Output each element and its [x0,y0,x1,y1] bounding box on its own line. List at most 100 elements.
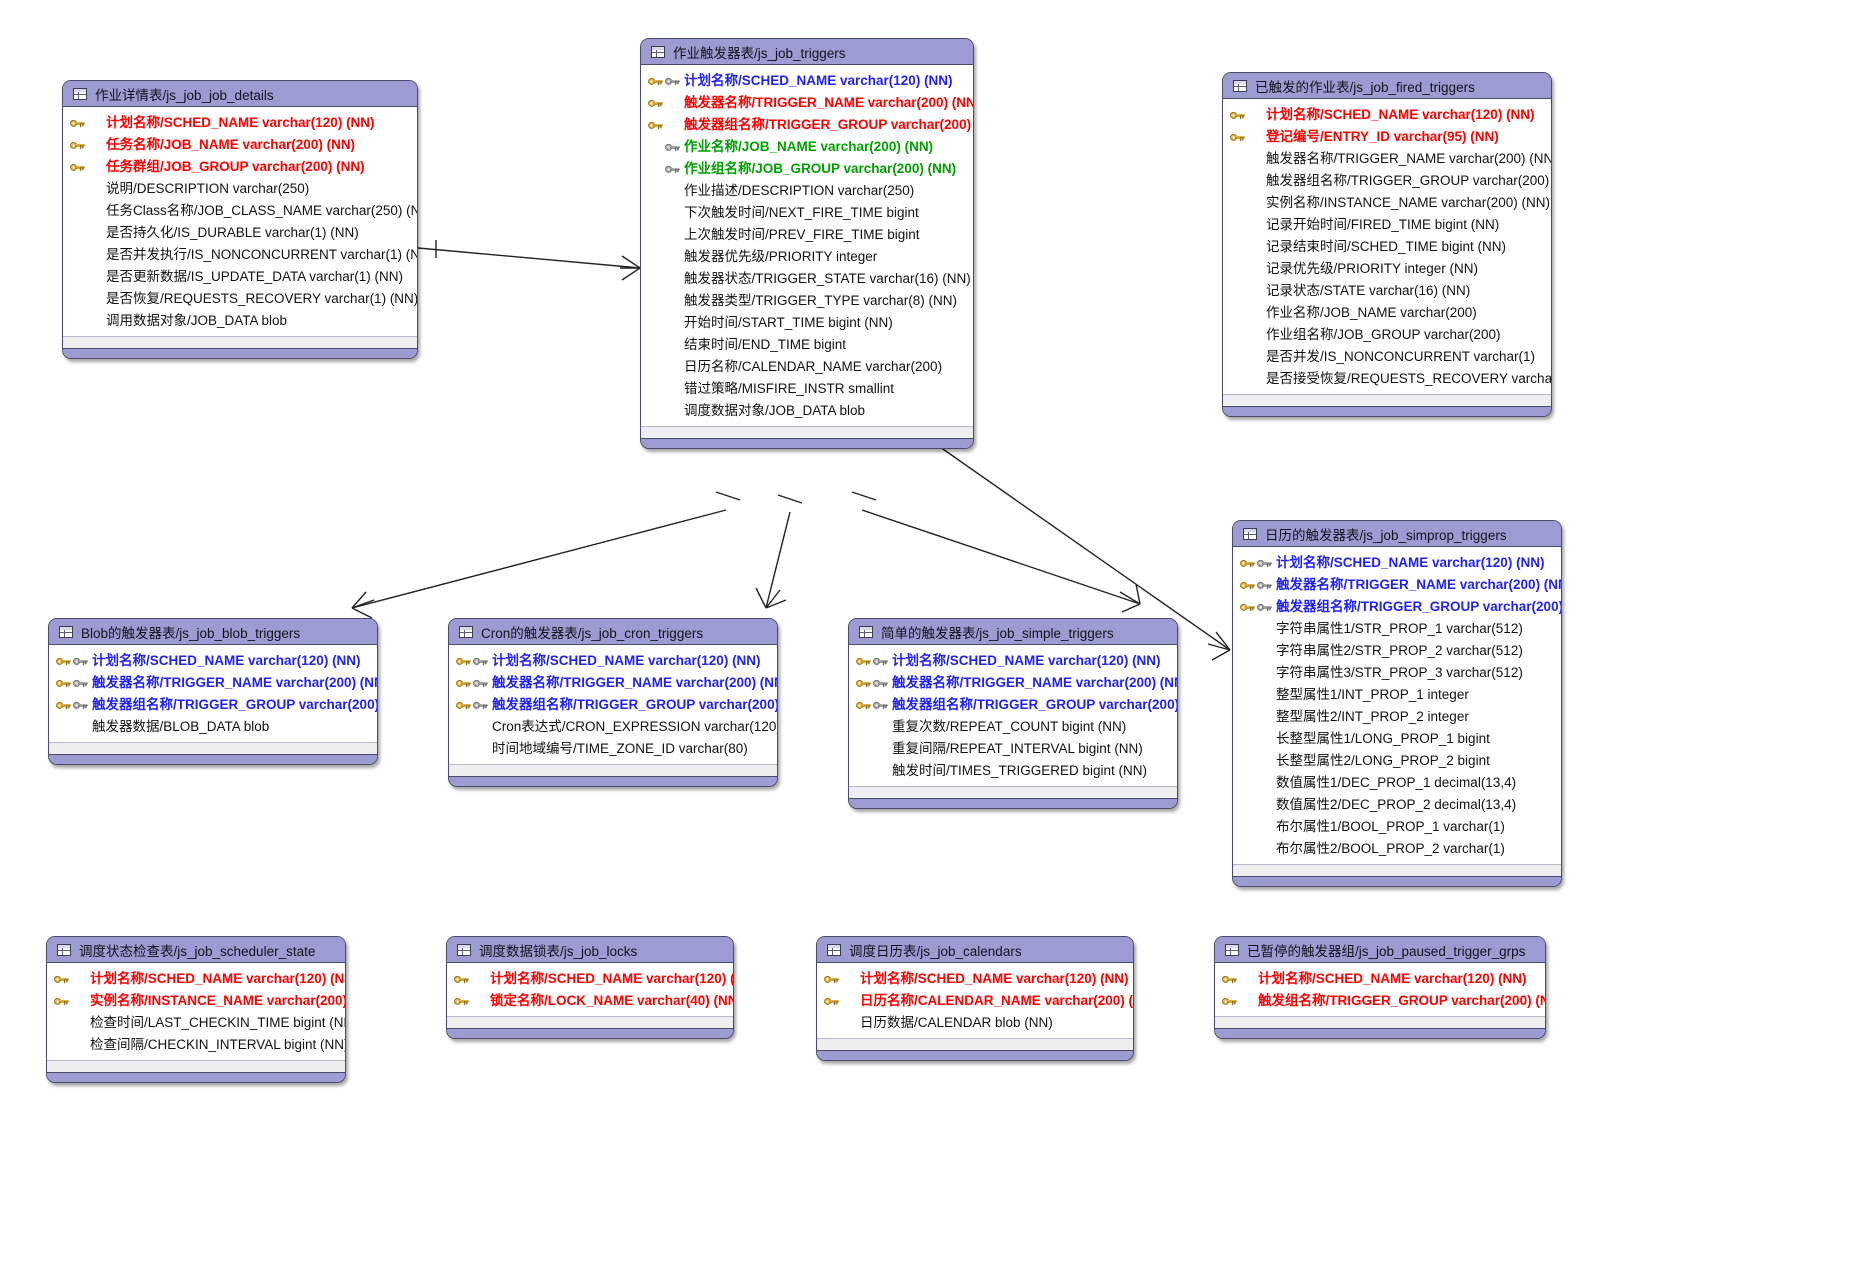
entity-calendars[interactable]: 调度日历表/js_job_calendars 计划名称/SCHED_NAME va… [816,936,1134,1061]
field-row[interactable]: 计划名称/SCHED_NAME varchar(120) (NN) [817,968,1133,990]
field-row[interactable]: 作业名称/JOB_NAME varchar(200) [1223,302,1551,324]
entity-header-calendars[interactable]: 调度日历表/js_job_calendars [817,937,1133,963]
field-row[interactable]: 上次触发时间/PREV_FIRE_TIME bigint [641,224,973,246]
field-row[interactable]: 是否并发/IS_NONCONCURRENT varchar(1) [1223,346,1551,368]
field-row[interactable]: 触发时间/TIMES_TRIGGERED bigint (NN) [849,760,1177,782]
entity-scheduler_state[interactable]: 调度状态检查表/js_job_scheduler_state 计划名称/SCHED… [46,936,346,1083]
field-row[interactable]: 触发器名称/TRIGGER_NAME varchar(200) (NN) [49,672,377,694]
entity-header-fired_triggers[interactable]: 已触发的作业表/js_job_fired_triggers [1223,73,1551,99]
field-row[interactable]: 触发组名称/TRIGGER_GROUP varchar(200) (NN) [1215,990,1545,1012]
field-row[interactable]: 计划名称/SCHED_NAME varchar(120) (NN) [641,70,973,92]
field-row[interactable]: 整型属性1/INT_PROP_1 integer [1233,684,1561,706]
entity-header-job_triggers[interactable]: 作业触发器表/js_job_triggers [641,39,973,65]
field-row[interactable]: 任务Class名称/JOB_CLASS_NAME varchar(250) (N… [63,200,417,222]
field-row[interactable]: 记录优先级/PRIORITY integer (NN) [1223,258,1551,280]
entity-cron_triggers[interactable]: Cron的触发器表/js_job_cron_triggers 计划名称/SCHED… [448,618,778,787]
field-row[interactable]: 计划名称/SCHED_NAME varchar(120) (NN) [1233,552,1561,574]
field-row[interactable]: 日历数据/CALENDAR blob (NN) [817,1012,1133,1034]
field-row[interactable]: 触发器名称/TRIGGER_NAME varchar(200) (NN) [641,92,973,114]
field-row[interactable]: 触发器名称/TRIGGER_NAME varchar(200) (NN) [449,672,777,694]
field-row[interactable]: 开始时间/START_TIME bigint (NN) [641,312,973,334]
entity-header-job_details[interactable]: 作业详情表/js_job_job_details [63,81,417,107]
field-row[interactable]: 记录开始时间/FIRED_TIME bigint (NN) [1223,214,1551,236]
field-row[interactable]: 长整型属性1/LONG_PROP_1 bigint [1233,728,1561,750]
field-row[interactable]: 作业组名称/JOB_GROUP varchar(200) (NN) [641,158,973,180]
field-row[interactable]: 计划名称/SCHED_NAME varchar(120) (NN) [63,112,417,134]
field-row[interactable]: 触发器组名称/TRIGGER_GROUP varchar(200) (NN) [449,694,777,716]
field-row[interactable]: 字符串属性3/STR_PROP_3 varchar(512) [1233,662,1561,684]
field-row[interactable]: 任务群组/JOB_GROUP varchar(200) (NN) [63,156,417,178]
field-row[interactable]: 触发器名称/TRIGGER_NAME varchar(200) (NN) [1223,148,1551,170]
field-row[interactable]: 作业名称/JOB_NAME varchar(200) (NN) [641,136,973,158]
entity-header-locks[interactable]: 调度数据锁表/js_job_locks [447,937,733,963]
entity-header-simple_triggers[interactable]: 简单的触发器表/js_job_simple_triggers [849,619,1177,645]
field-row[interactable]: 下次触发时间/NEXT_FIRE_TIME bigint [641,202,973,224]
entity-job_details[interactable]: 作业详情表/js_job_job_details 计划名称/SCHED_NAME … [62,80,418,359]
entity-header-cron_triggers[interactable]: Cron的触发器表/js_job_cron_triggers [449,619,777,645]
entity-header-blob_triggers[interactable]: Blob的触发器表/js_job_blob_triggers [49,619,377,645]
entity-paused_trigger_grps[interactable]: 已暂停的触发器组/js_job_paused_trigger_grps 计划名称/… [1214,936,1546,1039]
field-row[interactable]: 是否恢复/REQUESTS_RECOVERY varchar(1) (NN) [63,288,417,310]
entity-simple_triggers[interactable]: 简单的触发器表/js_job_simple_triggers 计划名称/SCHED… [848,618,1178,809]
field-row[interactable]: 是否接受恢复/REQUESTS_RECOVERY varchar(1) [1223,368,1551,390]
entity-header-simprop_triggers[interactable]: 日历的触发器表/js_job_simprop_triggers [1233,521,1561,547]
field-row[interactable]: 调度数据对象/JOB_DATA blob [641,400,973,422]
field-row[interactable]: 计划名称/SCHED_NAME varchar(120) (NN) [1215,968,1545,990]
field-row[interactable]: 检查间隔/CHECKIN_INTERVAL bigint (NN) [47,1034,345,1056]
field-row[interactable]: 登记编号/ENTRY_ID varchar(95) (NN) [1223,126,1551,148]
field-row[interactable]: 计划名称/SCHED_NAME varchar(120) (NN) [447,968,733,990]
field-row[interactable]: 错过策略/MISFIRE_INSTR smallint [641,378,973,400]
entity-header-scheduler_state[interactable]: 调度状态检查表/js_job_scheduler_state [47,937,345,963]
field-row[interactable]: 计划名称/SCHED_NAME varchar(120) (NN) [47,968,345,990]
field-row[interactable]: Cron表达式/CRON_EXPRESSION varchar(120) (NN… [449,716,777,738]
field-row[interactable]: 触发器名称/TRIGGER_NAME varchar(200) (NN) [849,672,1177,694]
entity-simprop_triggers[interactable]: 日历的触发器表/js_job_simprop_triggers 计划名称/SCHE… [1232,520,1562,887]
field-row[interactable]: 触发器组名称/TRIGGER_GROUP varchar(200) (NN) [641,114,973,136]
field-row[interactable]: 数值属性1/DEC_PROP_1 decimal(13,4) [1233,772,1561,794]
field-row[interactable]: 触发器组名称/TRIGGER_GROUP varchar(200) (NN) [1233,596,1561,618]
field-row[interactable]: 是否更新数据/IS_UPDATE_DATA varchar(1) (NN) [63,266,417,288]
field-row[interactable]: 作业描述/DESCRIPTION varchar(250) [641,180,973,202]
entity-locks[interactable]: 调度数据锁表/js_job_locks 计划名称/SCHED_NAME varch… [446,936,734,1039]
field-row[interactable]: 布尔属性1/BOOL_PROP_1 varchar(1) [1233,816,1561,838]
field-row[interactable]: 实例名称/INSTANCE_NAME varchar(200) (NN) [1223,192,1551,214]
field-row[interactable]: 计划名称/SCHED_NAME varchar(120) (NN) [49,650,377,672]
field-row[interactable]: 说明/DESCRIPTION varchar(250) [63,178,417,200]
field-row[interactable]: 计划名称/SCHED_NAME varchar(120) (NN) [849,650,1177,672]
entity-fired_triggers[interactable]: 已触发的作业表/js_job_fired_triggers 计划名称/SCHED_… [1222,72,1552,417]
field-row[interactable]: 日历名称/CALENDAR_NAME varchar(200) (NN) [817,990,1133,1012]
entity-job_triggers[interactable]: 作业触发器表/js_job_triggers 计划名称/SCHED_NAME va… [640,38,974,449]
field-row[interactable]: 时间地域编号/TIME_ZONE_ID varchar(80) [449,738,777,760]
field-row[interactable]: 触发器优先级/PRIORITY integer [641,246,973,268]
field-row[interactable]: 触发器组名称/TRIGGER_GROUP varchar(200) (NN) [849,694,1177,716]
field-row[interactable]: 长整型属性2/LONG_PROP_2 bigint [1233,750,1561,772]
field-row[interactable]: 字符串属性2/STR_PROP_2 varchar(512) [1233,640,1561,662]
field-row[interactable]: 记录结束时间/SCHED_TIME bigint (NN) [1223,236,1551,258]
field-row[interactable]: 计划名称/SCHED_NAME varchar(120) (NN) [449,650,777,672]
field-row[interactable]: 是否并发执行/IS_NONCONCURRENT varchar(1) (NN) [63,244,417,266]
field-row[interactable]: 计划名称/SCHED_NAME varchar(120) (NN) [1223,104,1551,126]
field-row[interactable]: 触发器类型/TRIGGER_TYPE varchar(8) (NN) [641,290,973,312]
field-row[interactable]: 锁定名称/LOCK_NAME varchar(40) (NN) [447,990,733,1012]
field-row[interactable]: 是否持久化/IS_DURABLE varchar(1) (NN) [63,222,417,244]
field-row[interactable]: 重复间隔/REPEAT_INTERVAL bigint (NN) [849,738,1177,760]
field-row[interactable]: 作业组名称/JOB_GROUP varchar(200) [1223,324,1551,346]
field-row[interactable]: 整型属性2/INT_PROP_2 integer [1233,706,1561,728]
field-row[interactable]: 触发器名称/TRIGGER_NAME varchar(200) (NN) [1233,574,1561,596]
field-row[interactable]: 结束时间/END_TIME bigint [641,334,973,356]
field-row[interactable]: 检查时间/LAST_CHECKIN_TIME bigint (NN) [47,1012,345,1034]
field-row[interactable]: 触发器组名称/TRIGGER_GROUP varchar(200) (NN) [49,694,377,716]
field-row[interactable]: 实例名称/INSTANCE_NAME varchar(200) (NN) [47,990,345,1012]
field-row[interactable]: 触发器状态/TRIGGER_STATE varchar(16) (NN) [641,268,973,290]
field-row[interactable]: 重复次数/REPEAT_COUNT bigint (NN) [849,716,1177,738]
field-row[interactable]: 记录状态/STATE varchar(16) (NN) [1223,280,1551,302]
field-row[interactable]: 触发器数据/BLOB_DATA blob [49,716,377,738]
field-row[interactable]: 任务名称/JOB_NAME varchar(200) (NN) [63,134,417,156]
entity-blob_triggers[interactable]: Blob的触发器表/js_job_blob_triggers 计划名称/SCHED… [48,618,378,765]
entity-header-paused_trigger_grps[interactable]: 已暂停的触发器组/js_job_paused_trigger_grps [1215,937,1545,963]
field-row[interactable]: 调用数据对象/JOB_DATA blob [63,310,417,332]
field-row[interactable]: 字符串属性1/STR_PROP_1 varchar(512) [1233,618,1561,640]
field-row[interactable]: 日历名称/CALENDAR_NAME varchar(200) [641,356,973,378]
field-row[interactable]: 数值属性2/DEC_PROP_2 decimal(13,4) [1233,794,1561,816]
field-row[interactable]: 布尔属性2/BOOL_PROP_2 varchar(1) [1233,838,1561,860]
